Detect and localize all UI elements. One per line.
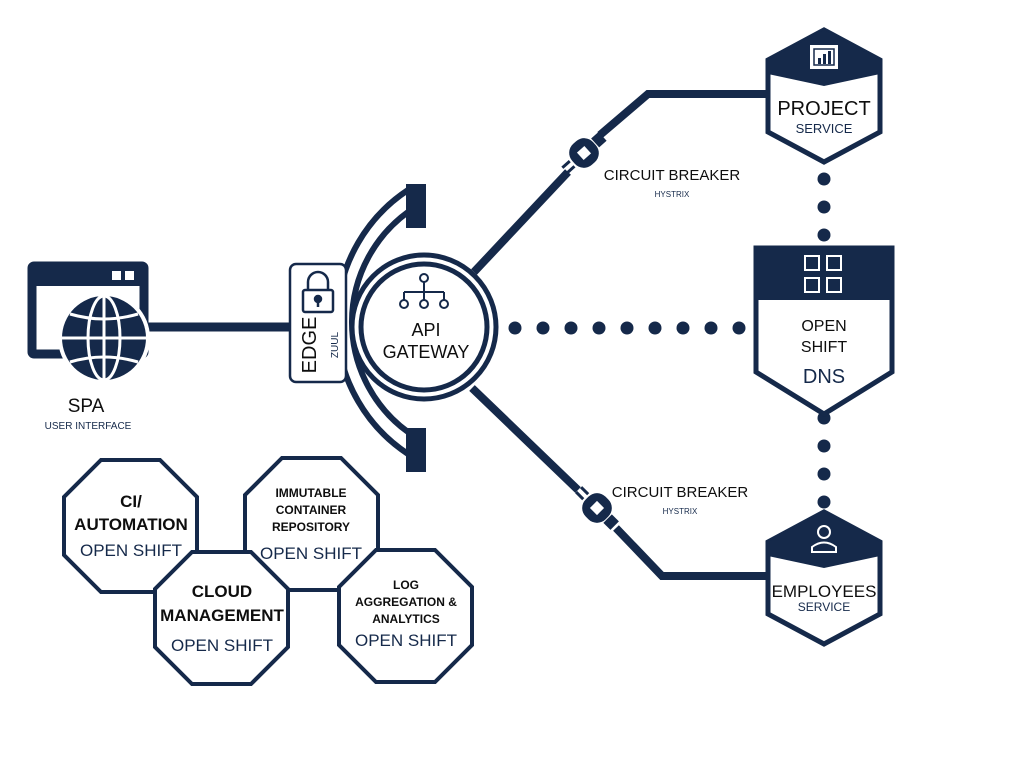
octagon-title-line: CI/ [120,492,142,511]
dotted-links [508,172,831,509]
breaker-top-title: CIRCUIT BREAKER [604,167,741,184]
gateway-employees-link [469,385,581,493]
octagon-title-line: CLOUD [192,582,252,601]
person-icon [811,525,837,553]
employees-breaker-link [613,525,768,580]
dot [648,321,662,335]
project-title: PROJECT [777,98,870,120]
octagon-title-line: REPOSITORY [272,520,350,534]
breaker-bottom-subtitle: HYSTRIX [663,507,698,516]
spa-title: SPA [68,396,105,417]
dot [732,321,746,335]
dot [704,321,718,335]
globe-icon [58,292,150,384]
octagon-title-line: CONTAINER [276,503,347,517]
employees-subtitle: SERVICE [798,600,850,614]
plug-icon [561,131,607,175]
dot [817,439,831,453]
padlock-icon [301,270,335,314]
dot [817,495,831,509]
chart-icon [810,45,838,69]
dot [817,172,831,186]
octagon-sub: OPEN SHIFT [355,631,457,650]
octagon-cloud-management: CLOUD MANAGEMENT OPEN SHIFT [153,550,290,686]
openshift-dns-node: OPEN SHIFT DNS [753,245,895,417]
octagon-sub: OPEN SHIFT [171,636,273,655]
api-gateway-node: API GATEWAY [349,252,499,402]
circuit-breaker-top: CIRCUIT BREAKER HYSTRIX [561,131,741,199]
dns-line1: OPEN [801,318,846,335]
octagon-title-line: MANAGEMENT [160,606,284,625]
dot [817,200,831,214]
octagon-title-line: AGGREGATION & [355,595,457,609]
grid-icon [804,255,842,293]
octagon-sub: OPEN SHIFT [260,544,362,563]
project-service-node: PROJECT SERVICE [765,27,883,165]
breaker-top-subtitle: HYSTRIX [655,190,690,199]
connectors [148,90,768,580]
hierarchy-icon [399,273,449,309]
breaker-bottom-title: CIRCUIT BREAKER [612,484,749,501]
edge-title: EDGE [299,317,321,374]
octagon-title-line: IMMUTABLE [275,486,346,500]
edge-node: EDGE ZUUL [288,262,348,384]
octagon-sub: OPEN SHIFT [80,541,182,560]
dot [817,467,831,481]
project-breaker-link [597,90,768,139]
dot [536,321,550,335]
octagon-immutable-repository: IMMUTABLE CONTAINER REPOSITORY OPEN SHIF… [243,456,380,592]
octagon-title-line: LOG [393,578,419,592]
dot [564,321,578,335]
dot [620,321,634,335]
octagon-title-line: ANALYTICS [372,612,440,626]
employees-title: EMPLOYEES [772,582,877,601]
octagon-log-aggregation: LOG AGGREGATION & ANALYTICS OPEN SHIFT [337,548,474,684]
circuit-breaker-bottom: CIRCUIT BREAKER HYSTRIX [575,484,749,530]
spa-subtitle: USER INTERFACE [45,421,132,432]
octagon-title-line: AUTOMATION [74,515,188,534]
spa-node: SPA USER INTERFACE [27,261,150,432]
gateway-project-link [471,169,571,275]
plug-icon [575,486,619,530]
dns-line3: DNS [803,366,845,388]
dot [592,321,606,335]
dns-line2: SHIFT [801,339,847,356]
edge-subtitle: ZUUL [330,332,341,359]
project-subtitle: SERVICE [796,121,853,136]
dot [508,321,522,335]
gateway-line2: GATEWAY [383,342,470,362]
dot [817,228,831,242]
employees-service-node: EMPLOYEES SERVICE [765,509,883,647]
dot [676,321,690,335]
gateway-line1: API [411,320,440,340]
